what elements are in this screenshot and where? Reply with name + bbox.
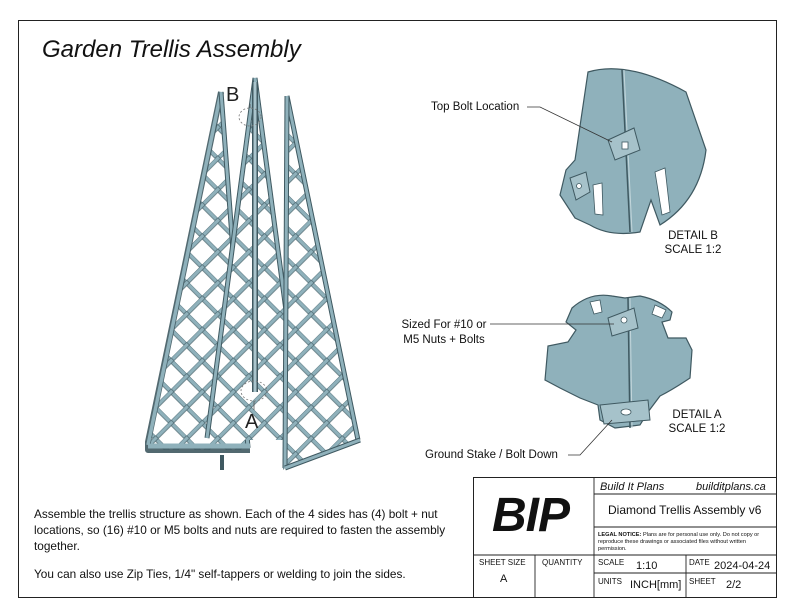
sheet-label: SHEET (689, 577, 716, 586)
company-name: Build It Plans (600, 481, 665, 493)
date-value: 2024-04-24 (714, 560, 771, 572)
detail-a-label: A (245, 411, 259, 433)
sheet-size-value: A (500, 573, 508, 585)
date-label: DATE (689, 558, 710, 567)
company-website: builditplans.ca (696, 481, 766, 493)
detail-b-part (559, 68, 707, 235)
assembly-notes: Assemble the trellis structure as shown.… (34, 506, 454, 594)
trellis-right-panel (282, 95, 361, 471)
note-paragraph-1: Assemble the trellis structure as shown.… (34, 507, 446, 553)
detail-a-scale: SCALE 1:2 (668, 423, 726, 435)
drawing-name: Diamond Trellis Assembly v6 (608, 503, 762, 517)
sized-for-callout: Sized For #10 or M5 Nuts + Bolts (397, 318, 491, 348)
legal-notice: LEGAL NOTICE: Plans are for personal use… (598, 532, 776, 553)
scale-value: 1:10 (636, 560, 658, 572)
detail-a-part (544, 294, 693, 429)
company-logo: BIP (492, 489, 570, 542)
drawing-border (18, 20, 777, 598)
note-paragraph-2: You can also use Zip Ties, 1/4" self-tap… (34, 567, 406, 581)
detail-b-marker (238, 107, 262, 127)
detail-b-caption: DETAIL B SCALE 1:2 (648, 229, 738, 257)
units-value: INCH[mm] (630, 579, 682, 591)
drawing-title: Garden Trellis Assembly (42, 36, 301, 63)
units-label: UNITS (598, 577, 622, 586)
detail-a-marker (240, 380, 268, 402)
detail-b-scale: SCALE 1:2 (664, 244, 722, 256)
sized-for-line1: Sized For #10 or (401, 319, 487, 331)
legal-heading: LEGAL NOTICE: (598, 532, 642, 538)
detail-a-caption: DETAIL A SCALE 1:2 (652, 408, 742, 436)
sized-for-line2: M5 Nuts + Bolts (403, 334, 485, 346)
quantity-label: QUANTITY (542, 558, 583, 567)
scale-label: SCALE (598, 558, 625, 567)
detail-b-name: DETAIL B (668, 230, 718, 242)
ground-stake-callout: Ground Stake / Bolt Down (425, 449, 558, 461)
legal-text: Plans are for personal use only. Do not … (598, 532, 760, 552)
sheet-size-label: SHEET SIZE (479, 558, 526, 567)
callout-leaders (490, 106, 614, 456)
top-bolt-callout: Top Bolt Location (431, 101, 520, 113)
detail-a-name: DETAIL A (672, 409, 722, 421)
sheet-value: 2/2 (726, 579, 742, 591)
title-block-lines (473, 477, 777, 598)
title-block: BIP Build It Plans builditplans.ca Diamo… (473, 477, 777, 598)
detail-b-label: B (226, 84, 240, 106)
